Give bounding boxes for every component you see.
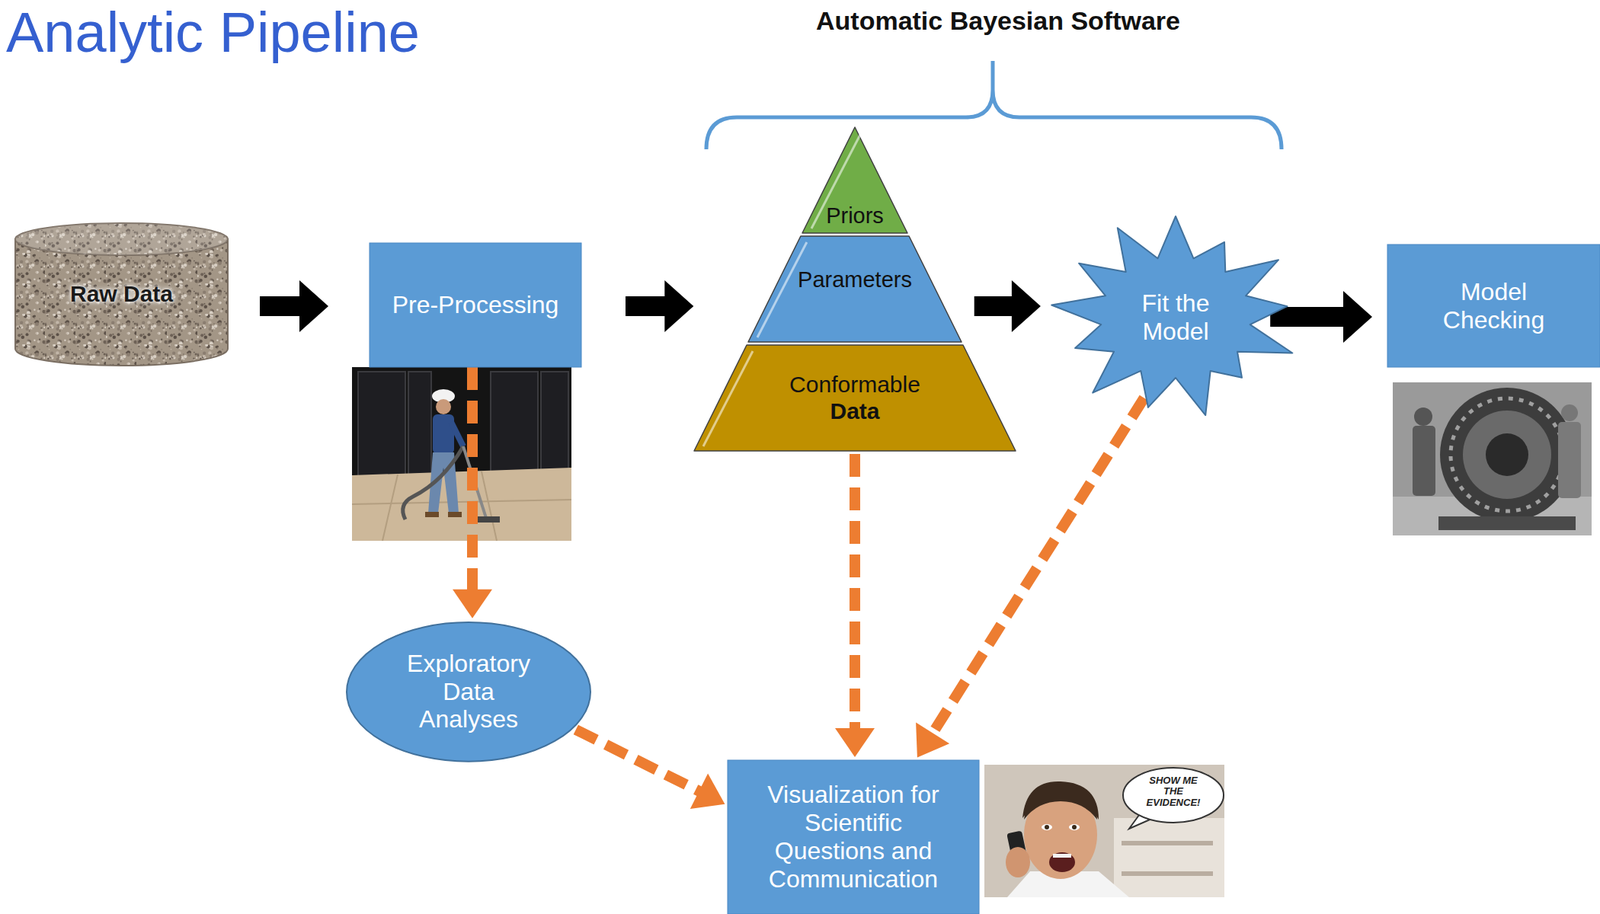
node-label-area: Fit the Model [1050,216,1301,419]
tier-fill [748,236,962,343]
arrow-head [1343,291,1373,343]
node-label-area: Visualization for Scientific Questions a… [727,760,980,914]
box-fill [727,760,980,914]
speech-bubble-text: SHOW ME THE EVIDENCE! [1138,775,1209,809]
node-text: Pre-Processing [392,291,560,320]
node-text: Data [829,398,880,426]
worker-photo [352,367,572,541]
node-label-area: Model Checking [1387,244,1600,368]
ellipse-fill [346,622,591,762]
arrow-head [915,723,950,759]
node-label-area: Exploratory Data Analyses [345,621,592,763]
tier-gloss [703,351,753,447]
output-box: Visualization for Scientific Questions a… [727,760,980,914]
pyramid-tier: Priors [802,127,908,234]
box-fill [369,243,582,368]
arrow-head [690,774,726,810]
arrow-shaft [576,729,701,793]
flow-arrow [1270,291,1373,343]
cylinder-top [15,223,228,256]
flow-arrow [974,280,1041,333]
analysis-ellipse: Exploratory Data Analyses [345,621,592,763]
group-label: Automatic Bayesian Software [769,6,1227,36]
flow-arrow [625,280,694,333]
node-text: Conformable [789,371,921,399]
arrow-shaft [259,296,301,317]
cylinder-body [15,239,228,366]
tier-fill [694,345,1016,452]
group-label-area: Automatic Bayesian Software [769,6,1227,36]
arrow-shaft [974,296,1014,317]
curly-bracket [706,60,1282,150]
node-text: Raw Data [70,281,173,308]
node-text: Fit the Model [1126,289,1226,346]
dashed-flow-arrow [835,454,875,758]
tier-fill [802,127,908,234]
box-fill [1387,244,1600,368]
node-label-area: Pre-Processing [369,243,582,368]
speech-bubble-text-area: SHOW ME THE EVIDENCE! [1138,775,1209,809]
diagram-title: Analytic Pipeline [6,3,420,63]
node-text: Exploratory Data Analyses [396,649,541,734]
arrow-head [452,589,493,619]
process-box: Pre-Processing [369,243,582,368]
data-cylinder: Raw Data [14,222,229,366]
arrow-head [299,280,329,333]
node-text: Priors [825,203,884,229]
shouting-man-photo [984,764,1225,898]
dashed-flow-arrow [576,729,726,810]
node-label-area: Parameters [748,236,962,343]
arrow-shaft [849,454,861,730]
starburst-shape: Fit the Model [1050,216,1301,419]
pyramid-tier: Parameters [748,236,962,343]
arrow-head [835,728,875,758]
process-box: Model Checking [1387,244,1600,368]
node-text: Model Checking [1433,278,1556,335]
pyramid-tier: ConformableData [694,345,1016,452]
machinery-photo [1392,382,1592,536]
node-label-area: Raw Data [14,222,229,366]
arrow-head [664,280,694,333]
cylinder-top-shade [15,223,228,256]
node-text: Parameters [797,267,912,293]
arrow-head [1011,280,1041,333]
node-label-area: ConformableData [694,345,1016,452]
arrow-shaft [625,296,666,317]
node-label-area: Priors [802,127,908,234]
star-fill [1051,216,1293,416]
node-text: Visualization for Scientific Questions a… [750,780,957,893]
flow-arrow [259,280,329,333]
title-area: Analytic Pipeline [6,3,420,63]
dashed-flow-arrow [915,398,1145,759]
dashed-flow-arrow [452,367,493,619]
arrow-shaft [467,367,478,592]
